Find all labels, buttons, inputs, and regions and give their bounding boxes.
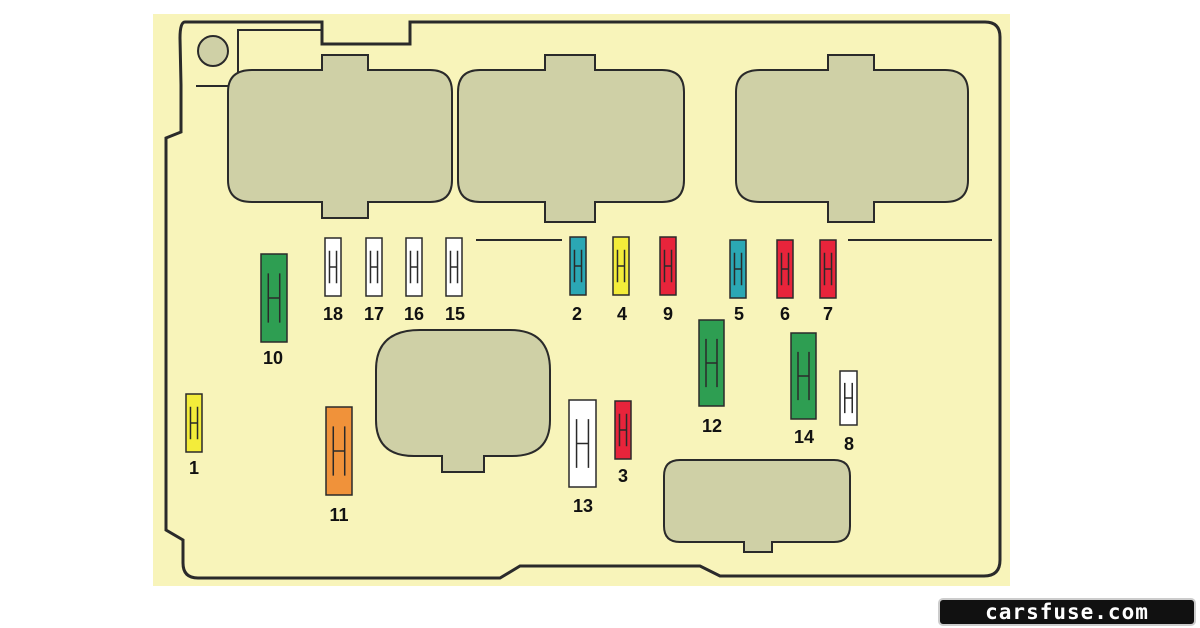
fuse-label-6: 6	[780, 304, 790, 324]
fuse-label-1: 1	[189, 458, 199, 478]
relay-socket-3	[735, 54, 969, 223]
fuse-17-element	[369, 250, 379, 284]
relay-socket-5	[663, 459, 851, 553]
fuse-label-7: 7	[823, 304, 833, 324]
fuse-18-element	[328, 250, 338, 284]
fuse-14	[790, 332, 817, 420]
fuse-1-element	[189, 406, 199, 440]
fuse-6	[776, 239, 794, 299]
mounting-hole-icon	[197, 35, 229, 67]
site-watermark: carsfuse.com	[938, 598, 1196, 626]
fuse-5	[729, 239, 747, 299]
fuse-3	[614, 400, 632, 460]
fuse-label-16: 16	[404, 304, 424, 324]
fuse-12-element	[705, 338, 718, 388]
fuse-11-element	[332, 426, 346, 476]
fuse-10	[260, 253, 288, 343]
fuse-4	[612, 236, 630, 296]
housing-corner-detail	[196, 29, 322, 87]
fuse-16-element	[409, 250, 419, 284]
fuse-13	[568, 399, 597, 488]
fuse-10-element	[267, 273, 281, 323]
fuse-15-element	[449, 250, 459, 284]
fuse-17	[365, 237, 383, 297]
fuse-10-body	[260, 253, 288, 343]
fuse-13-element	[575, 419, 590, 468]
fuse-label-10: 10	[263, 348, 283, 368]
fuse-label-13: 13	[573, 496, 593, 516]
fuse-5-element	[733, 252, 743, 286]
relay-socket-1	[227, 54, 453, 219]
relay-socket-2	[457, 54, 685, 223]
fuse-9-element	[663, 249, 673, 283]
fuse-7-element	[823, 252, 833, 286]
fuse-label-12: 12	[702, 416, 722, 436]
fuse-11	[325, 406, 353, 496]
fuse-14-element	[797, 351, 810, 401]
fuse-1	[185, 393, 203, 453]
fuse-8-element	[844, 382, 853, 414]
fuse-3-element	[618, 413, 628, 447]
fuse-6-element	[780, 252, 790, 286]
fuse-label-5: 5	[734, 304, 744, 324]
fuse-7	[819, 239, 837, 299]
fuse-12	[698, 319, 725, 407]
fuse-label-15: 15	[445, 304, 465, 324]
fuse-label-17: 17	[364, 304, 384, 324]
fuse-label-9: 9	[663, 304, 673, 324]
fuse-2	[569, 236, 587, 296]
fuse-4-element	[616, 249, 626, 283]
fuse-label-2: 2	[572, 304, 582, 324]
fuse-15	[445, 237, 463, 297]
fuse-box-housing	[164, 20, 1002, 580]
fuse-label-4: 4	[617, 304, 627, 324]
fuse-label-8: 8	[844, 434, 854, 454]
fuse-18	[324, 237, 342, 297]
fuse-label-11: 11	[329, 505, 348, 525]
fuse-9	[659, 236, 677, 296]
fuse-label-18: 18	[323, 304, 343, 324]
fuse-8	[839, 370, 858, 426]
fuse-2-element	[573, 249, 583, 283]
relay-socket-4	[375, 329, 551, 473]
fuse-16	[405, 237, 423, 297]
fuse-label-3: 3	[618, 466, 628, 486]
fuse-label-14: 14	[794, 427, 814, 447]
